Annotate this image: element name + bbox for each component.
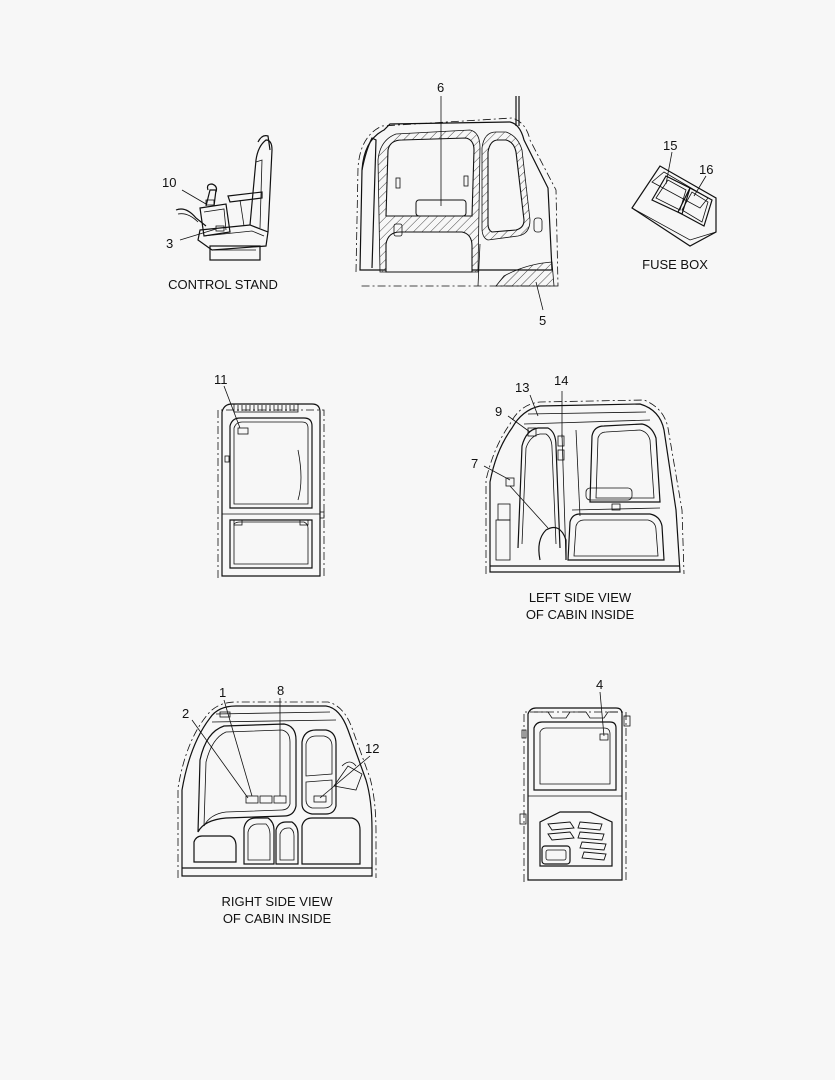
caption-fuse-box-text: FUSE BOX	[642, 257, 708, 272]
callout-8: 8	[277, 683, 285, 698]
callout-1: 1	[219, 685, 227, 700]
caption-left-side-line2: OF CABIN INSIDE	[525, 607, 635, 622]
cab-rear-view-drawing	[217, 385, 325, 578]
callout-3: 3	[166, 236, 174, 251]
callout-10: 10	[162, 175, 177, 190]
right-side-view-drawing	[177, 698, 377, 878]
fuse-box-drawing	[631, 151, 717, 247]
caption-right-side-line2: OF CABIN INSIDE	[222, 911, 332, 926]
callout-13: 13	[515, 380, 530, 395]
callout-6: 6	[437, 80, 445, 95]
callout-16: 16	[699, 162, 714, 177]
caption-left-side-line1: LEFT SIDE VIEW	[528, 590, 632, 605]
callout-2: 2	[182, 706, 190, 721]
callout-11: 11	[214, 372, 228, 387]
control-stand-drawing	[175, 135, 273, 261]
caption-fuse-box: FUSE BOX	[630, 256, 720, 273]
callout-9: 9	[495, 404, 503, 419]
callout-4: 4	[596, 677, 604, 692]
callout-15: 15	[663, 138, 678, 153]
callout-14: 14	[554, 373, 569, 388]
caption-right-side-view: RIGHT SIDE VIEW OF CABIN INSIDE	[196, 893, 358, 927]
caption-control-stand-text: CONTROL STAND	[168, 277, 278, 292]
caption-right-side-line1: RIGHT SIDE VIEW	[221, 894, 333, 909]
caption-left-side-view: LEFT SIDE VIEW OF CABIN INSIDE	[500, 589, 660, 623]
cab-front-view-drawing	[519, 691, 631, 882]
callout-7: 7	[471, 456, 479, 471]
left-side-view-drawing	[483, 391, 685, 575]
callout-12: 12	[365, 741, 380, 756]
caption-control-stand: CONTROL STAND	[150, 276, 296, 293]
cab-exterior-drawing	[355, 96, 559, 311]
callout-5: 5	[539, 313, 547, 328]
